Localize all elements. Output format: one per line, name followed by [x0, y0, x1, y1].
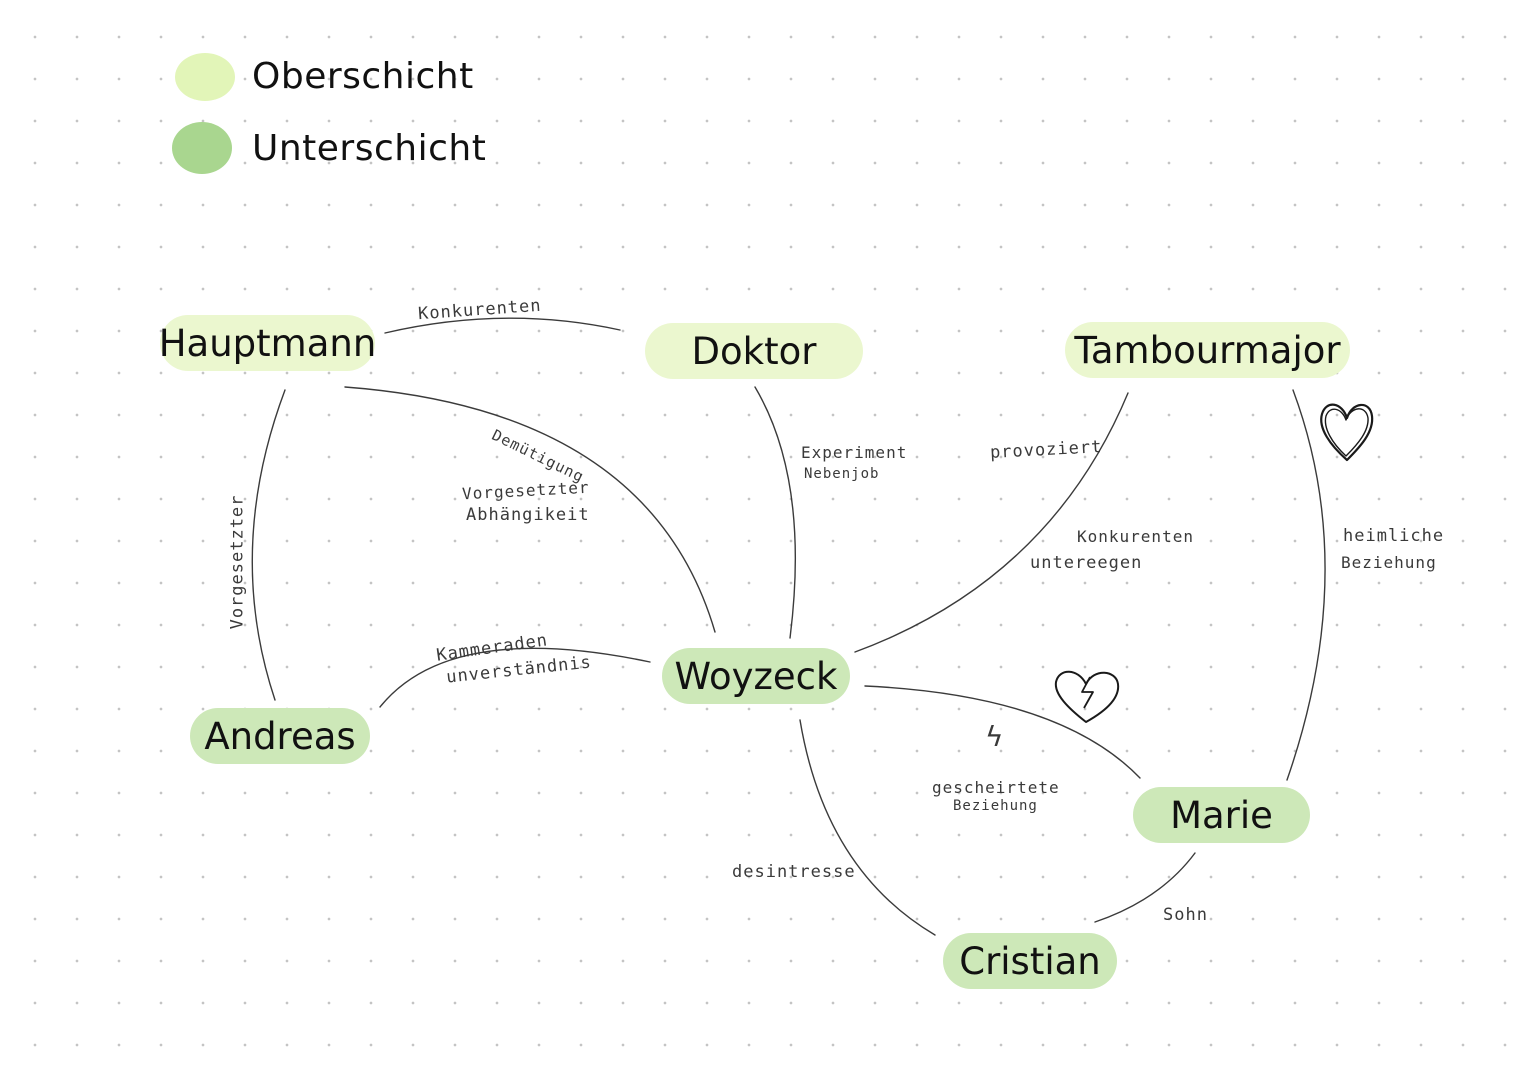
label-tambourmajor-woyzeck-2: Konkurenten — [1077, 527, 1194, 546]
edge-woyzeck-marie — [864, 685, 1141, 779]
label-doktor-woyzeck-1: Experiment — [801, 443, 908, 462]
edge-marie-cristian — [1094, 852, 1196, 923]
edge-hauptmann-andreas — [251, 389, 286, 701]
edge-tambourmajor-woyzeck — [854, 392, 1129, 653]
legend-lower-swatch — [172, 122, 232, 174]
node-woyzeck: Woyzeck — [662, 648, 850, 704]
edge-woyzeck-andreas — [379, 647, 651, 708]
broken-heart-icon — [1054, 670, 1120, 723]
label-tambourmajor-marie-1: heimliche — [1343, 526, 1445, 546]
label-tambourmajor-marie-2: Beziehung — [1341, 553, 1437, 572]
legend-lower-label: Unterschicht — [252, 128, 487, 169]
node-andreas: Andreas — [190, 708, 370, 764]
edge-hauptmann-doktor — [384, 317, 621, 334]
edge-hauptmann-woyzeck — [344, 386, 716, 633]
legend-upper-swatch — [175, 53, 235, 101]
edge-doktor-woyzeck — [754, 386, 796, 639]
label-marie-cristian: Sohn — [1163, 905, 1208, 925]
node-doktor: Doktor — [645, 323, 863, 379]
heart-icon — [1320, 403, 1374, 462]
node-marie: Marie — [1133, 787, 1310, 843]
label-hauptmann-woyzeck-3: Abhängikeit — [466, 505, 590, 525]
edge-woyzeck-cristian — [799, 719, 936, 936]
label-hauptmann-andreas: Vorgesetzter — [227, 494, 248, 630]
label-doktor-woyzeck-2: Nebenjob — [804, 466, 880, 482]
node-hauptmann: Hauptmann — [159, 315, 376, 371]
label-tambourmajor-woyzeck-3: untereegen — [1030, 553, 1143, 573]
label-woyzeck-cristian: desintresse — [732, 862, 856, 882]
label-woyzeck-marie-1: gescheirtete — [932, 778, 1060, 797]
edge-tambourmajor-marie — [1286, 389, 1326, 781]
label-woyzeck-marie-2: Beziehung — [953, 798, 1038, 814]
node-tambourmajor: Tambourmajor — [1065, 322, 1350, 378]
node-cristian: Cristian — [943, 933, 1117, 989]
label-woyzeck-marie-symbol: ϟ — [985, 720, 1005, 753]
legend-upper-label: Oberschicht — [252, 56, 474, 97]
